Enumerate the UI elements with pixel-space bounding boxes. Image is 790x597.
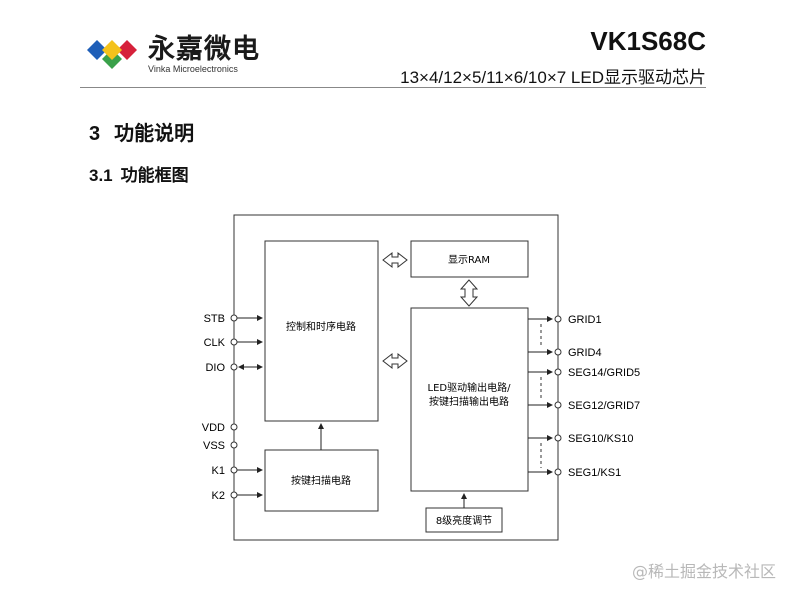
pin-label: K1 (212, 465, 225, 477)
pin-label: SEG10/KS10 (568, 433, 633, 445)
control-timing-block (264, 240, 379, 422)
section-number: 3 (89, 123, 101, 145)
double-arrow-control-driver (382, 352, 408, 370)
pin-label: K2 (212, 490, 225, 502)
pin-label: STB (204, 313, 225, 325)
right-pin-grid1: GRID1 (528, 314, 602, 326)
left-pin-vss: VSS (203, 440, 238, 452)
section-title: 功能框图 (120, 166, 189, 186)
led-driver-label-2: 按键扫描输出电路 (429, 395, 509, 408)
left-pin-vdd: VDD (202, 422, 238, 434)
right-pin-seg10-ks10: SEG10/KS10 (528, 433, 633, 445)
key-scan-label: 按键扫描电路 (291, 474, 351, 487)
right-pin-seg12-grid7: SEG12/GRID7 (528, 400, 640, 412)
left-pin-stb: STB (204, 313, 263, 325)
pin-label: CLK (204, 337, 226, 349)
company-name-en: Vinka Microelectronics (148, 64, 238, 74)
pin-label: GRID1 (568, 314, 602, 326)
brightness-label: 8级亮度调节 (436, 514, 492, 527)
control-timing-label: 控制和时序电路 (286, 320, 356, 333)
right-pin-grid4: GRID4 (528, 347, 602, 359)
pin-label: SEG12/GRID7 (568, 400, 640, 412)
chip-outline (233, 214, 559, 541)
key-scan-block (264, 449, 379, 512)
watermark: @稀土掘金技术社区 (631, 562, 776, 581)
header-divider (80, 87, 706, 88)
pin-label: VDD (202, 422, 225, 434)
pin-label: VSS (203, 440, 225, 452)
left-pin-clk: CLK (204, 337, 263, 349)
display-ram-block (410, 240, 529, 278)
right-pin-seg1-ks1: SEG1/KS1 (528, 467, 621, 479)
pin-label: SEG14/GRID5 (568, 367, 640, 379)
display-ram-label: 显示RAM (448, 254, 490, 266)
right-pin-seg14-grid5: SEG14/GRID5 (528, 367, 640, 379)
part-number: VK1S68C (590, 26, 706, 56)
section-heading-3-1: 3.1 功能框图 (89, 161, 189, 186)
company-logo-icon (87, 40, 137, 69)
section-heading-3: 3 功能说明 (89, 117, 194, 146)
left-pin-dio: DIO (205, 362, 263, 374)
brightness-block (425, 507, 503, 533)
led-driver-label-1: LED驱动输出电路/ (428, 381, 512, 394)
double-arrow-ram-control (382, 251, 408, 269)
left-pin-k2: K2 (212, 490, 263, 502)
led-driver-block (410, 307, 529, 492)
section-number: 3.1 (89, 166, 113, 185)
pin-label: GRID4 (568, 347, 602, 359)
double-arrow-ram-driver (459, 279, 479, 307)
pin-label: DIO (205, 362, 225, 374)
company-name-cn: 永嘉微电 (148, 34, 260, 65)
left-pin-k1: K1 (212, 465, 263, 477)
product-subtitle: 13×4/12×5/11×6/10×7 LED显示驱动芯片 (400, 68, 706, 87)
pin-label: SEG1/KS1 (568, 467, 621, 479)
section-title: 功能说明 (114, 121, 195, 145)
